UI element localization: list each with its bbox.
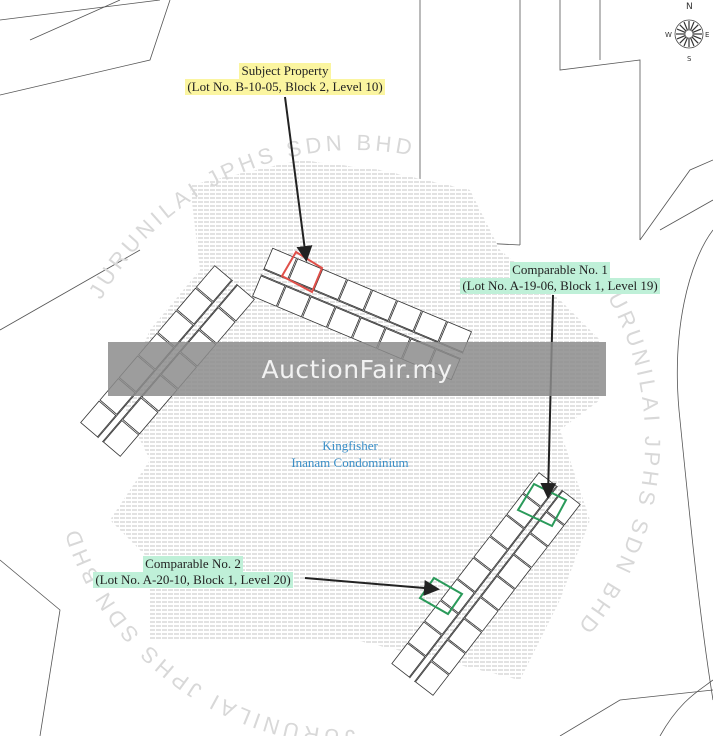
development-subname: Inanam Condominium bbox=[291, 455, 409, 470]
development-name: Kingfisher bbox=[322, 438, 378, 453]
compass-ray bbox=[679, 24, 687, 32]
comparable2-title: Comparable No. 2 bbox=[143, 556, 243, 572]
building-unit bbox=[447, 618, 483, 654]
compass-ray bbox=[683, 21, 689, 31]
building-unit bbox=[431, 639, 466, 675]
building-unit bbox=[473, 536, 508, 571]
comparable2-arrow bbox=[304, 577, 440, 596]
building-unit bbox=[199, 307, 236, 345]
building-unit bbox=[457, 557, 492, 593]
building-unit bbox=[363, 289, 397, 322]
development-label: Kingfisher Inanam Condominium bbox=[270, 437, 430, 471]
building-unit bbox=[176, 287, 213, 325]
subject-arrow bbox=[284, 96, 313, 262]
hatched-site-area bbox=[110, 160, 600, 680]
compass-south: S bbox=[687, 55, 692, 63]
building-unit bbox=[407, 621, 442, 657]
compass-east: E bbox=[705, 31, 710, 39]
compass-rose: N E S W bbox=[665, 2, 710, 64]
comparable2-label: Comparable No. 2 (Lot No. A-20-10, Block… bbox=[78, 556, 308, 588]
building-unit bbox=[327, 306, 361, 339]
compass-ray bbox=[676, 34, 686, 40]
banner-text: AuctionFair.my bbox=[261, 354, 453, 384]
subject-title: Subject Property bbox=[239, 63, 331, 79]
comparable1-label: Comparable No. 1 (Lot No. A-19-06, Block… bbox=[440, 262, 680, 294]
building-unit bbox=[513, 533, 548, 568]
building-unit bbox=[415, 661, 450, 696]
compass-ray bbox=[676, 28, 686, 34]
building-unit bbox=[388, 300, 422, 332]
compass-ray bbox=[691, 24, 699, 32]
building-unit bbox=[313, 268, 347, 301]
building-unit bbox=[157, 310, 194, 348]
compass-north: N bbox=[686, 2, 693, 12]
compass-west: W bbox=[665, 31, 672, 39]
building-unit bbox=[277, 285, 311, 318]
building-unit bbox=[506, 493, 541, 529]
building-unit bbox=[480, 575, 515, 611]
compass-ray bbox=[691, 36, 699, 44]
building-unit bbox=[464, 597, 499, 632]
building-unit bbox=[546, 490, 581, 526]
building-unit bbox=[195, 265, 233, 302]
building-unit bbox=[122, 397, 159, 435]
compass-ray bbox=[689, 21, 695, 31]
compass-ray bbox=[689, 37, 695, 47]
subject-unit-outline bbox=[280, 250, 324, 294]
compass-ray bbox=[683, 37, 689, 47]
building-unit bbox=[80, 400, 117, 438]
building-unit bbox=[338, 279, 372, 311]
compass-ray bbox=[692, 28, 702, 34]
block-1 bbox=[391, 472, 581, 696]
building-unit bbox=[218, 284, 255, 322]
comparable1-detail: (Lot No. A-19-06, Block 1, Level 19) bbox=[460, 278, 660, 294]
compass-icon bbox=[674, 19, 704, 49]
building-unit bbox=[252, 275, 286, 307]
building-unit bbox=[497, 554, 532, 590]
subject-detail: (Lot No. B-10-05, Block 2, Level 10) bbox=[185, 79, 385, 95]
compass-ray bbox=[692, 34, 702, 40]
compass-ray bbox=[679, 36, 687, 44]
building-unit bbox=[391, 642, 426, 678]
building-unit bbox=[102, 420, 140, 457]
comparable1-title: Comparable No. 1 bbox=[510, 262, 610, 278]
watermark-banner: AuctionFair.my bbox=[108, 342, 606, 396]
building-unit bbox=[413, 310, 447, 343]
subject-label: Subject Property (Lot No. B-10-05, Block… bbox=[165, 63, 405, 95]
building-unit bbox=[489, 514, 525, 550]
building-unit bbox=[302, 296, 336, 328]
comparable2-detail: (Lot No. A-20-10, Block 1, Level 20) bbox=[93, 572, 293, 588]
